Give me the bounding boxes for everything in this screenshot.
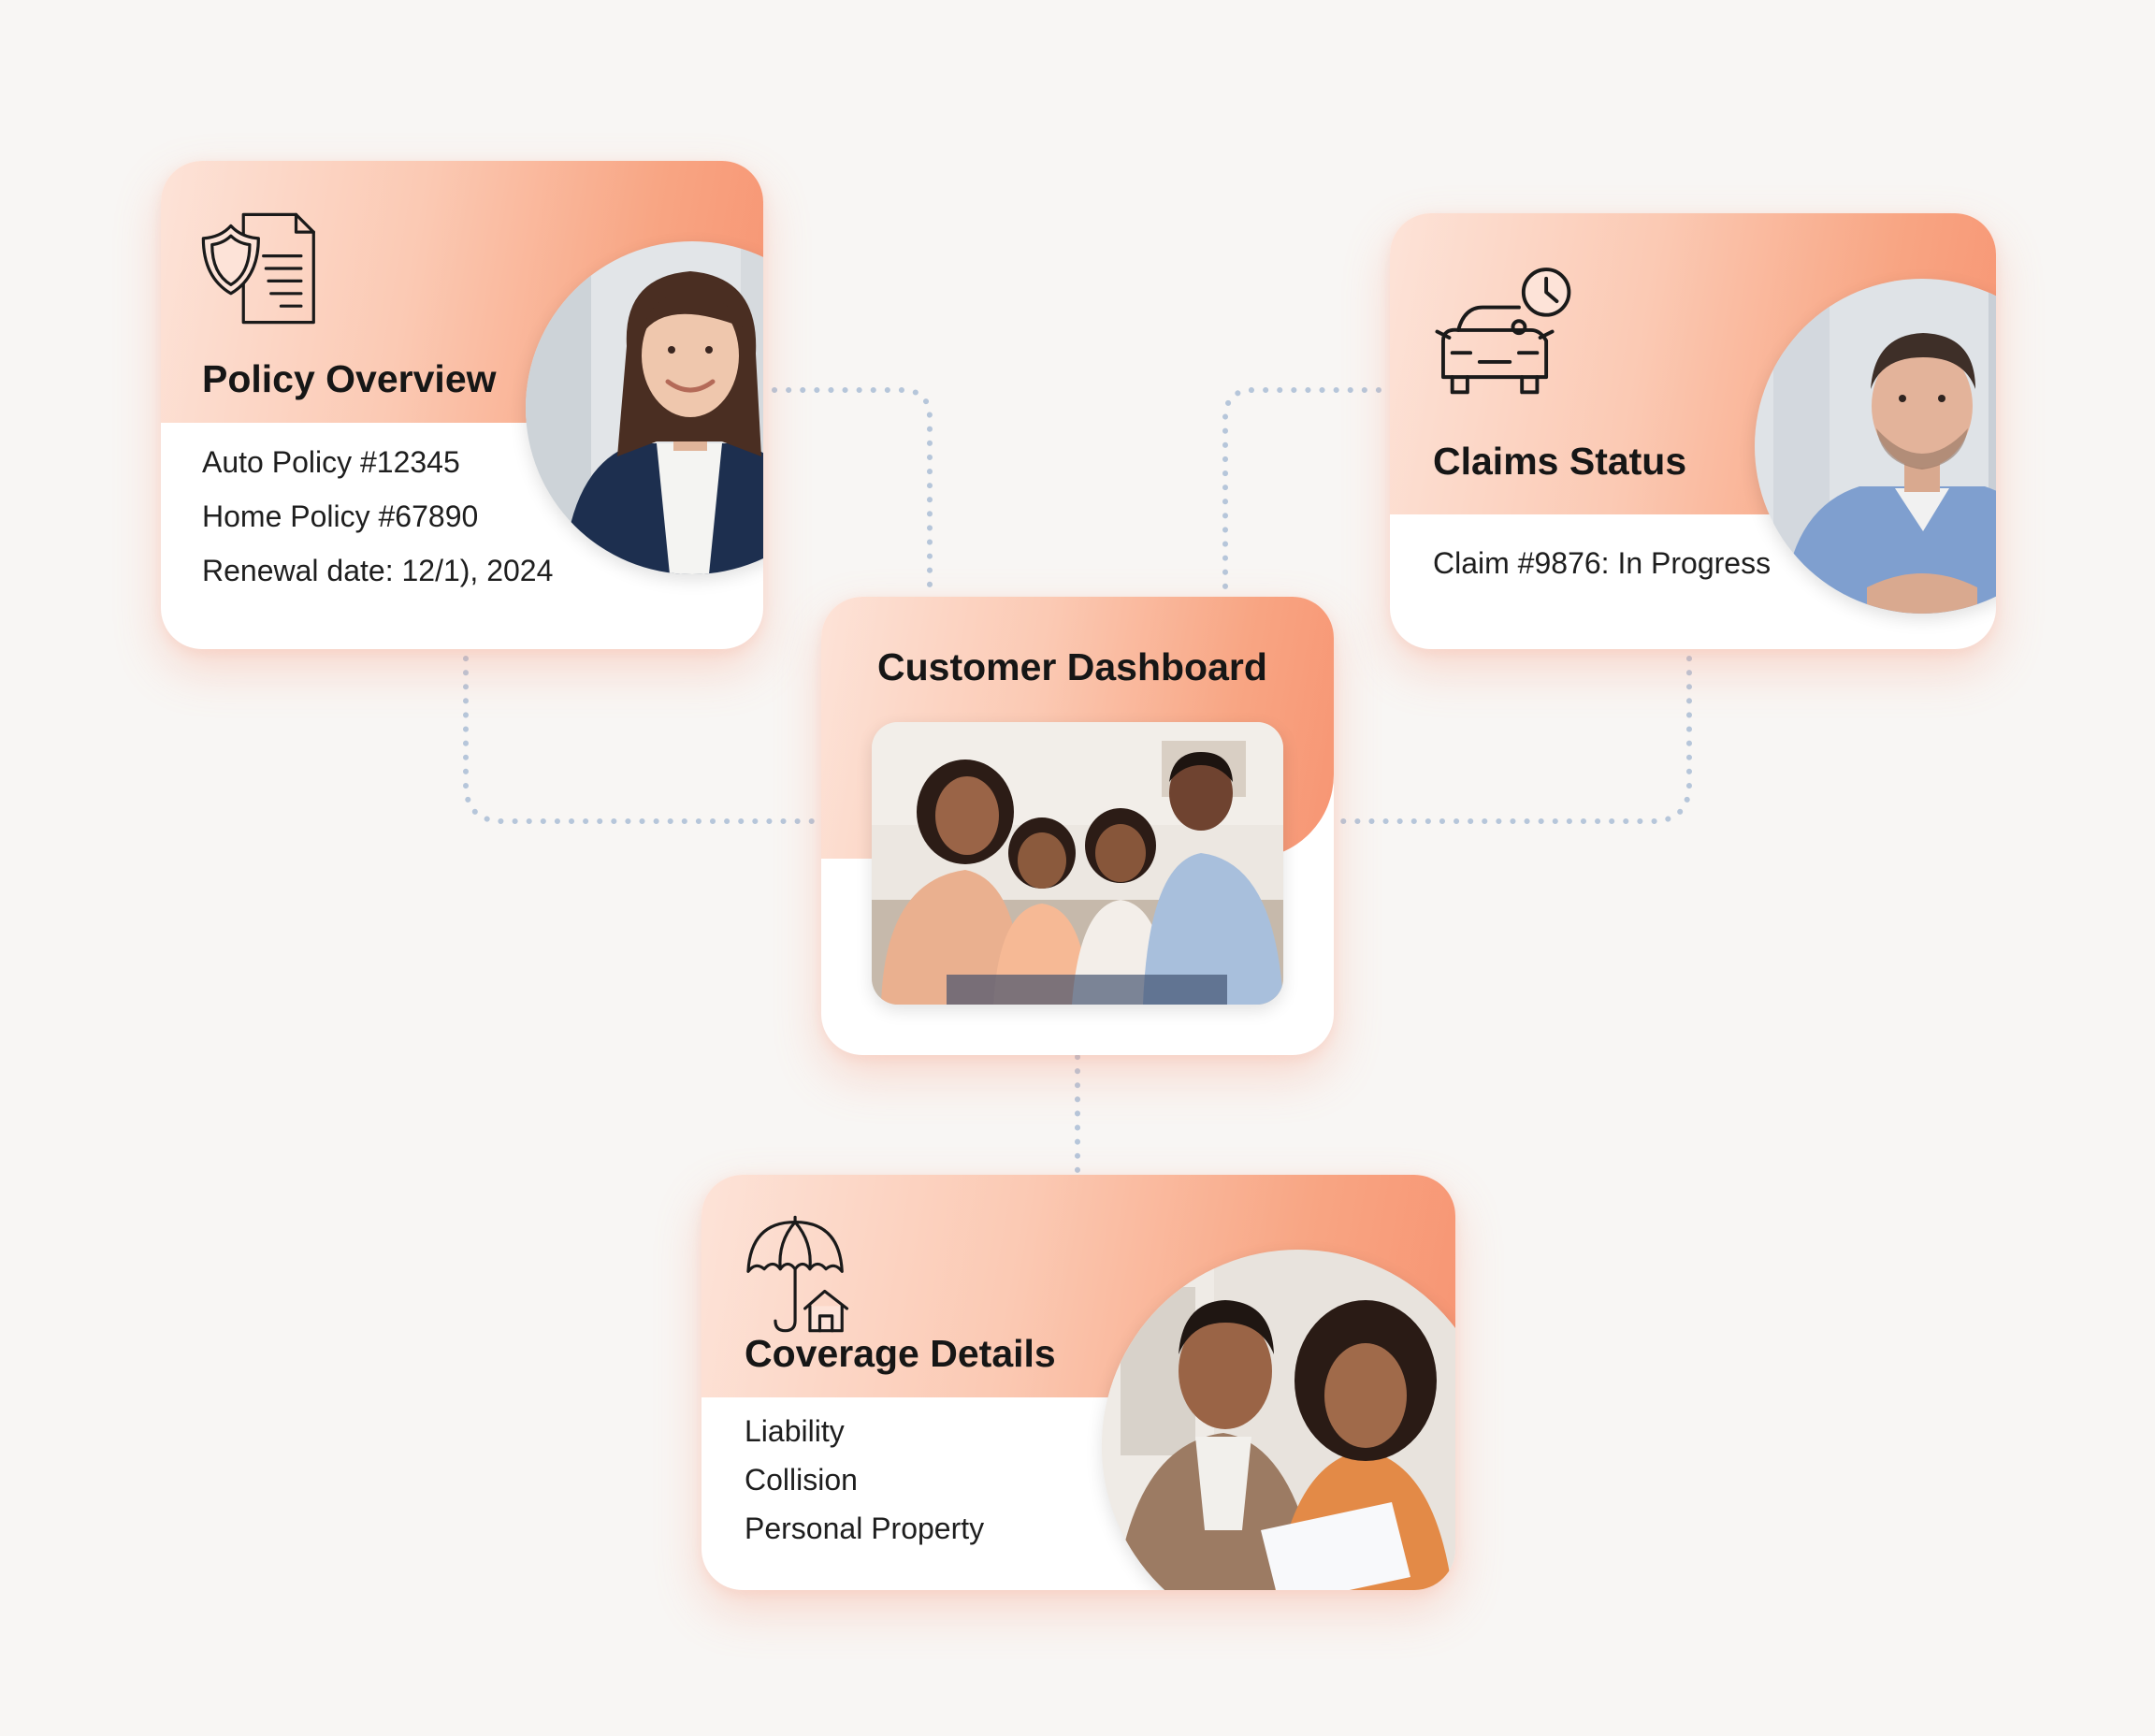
- policy-list: Auto Policy #12345 Home Policy #67890 Re…: [202, 445, 553, 608]
- coverage-details-title: Coverage Details: [745, 1332, 1056, 1375]
- connector-claims-bottom: [1340, 656, 1692, 824]
- coverage-line-personal-property: Personal Property: [745, 1512, 985, 1545]
- customer-dashboard-title: Customer Dashboard: [877, 645, 1267, 688]
- policy-overview-title: Policy Overview: [202, 357, 497, 400]
- connector-policy-top: [772, 387, 933, 594]
- coverage-line-liability: Liability: [745, 1414, 845, 1448]
- coverage-list: Liability Collision Personal Property: [745, 1414, 984, 1560]
- policy-overview-card[interactable]: Policy Overview Auto Policy #12345 Home …: [161, 161, 763, 649]
- connector-policy-bottom: [463, 656, 815, 824]
- coverage-details-card[interactable]: Coverage Details Liability Collision Per…: [701, 1175, 1455, 1590]
- policy-line-home: Home Policy #67890: [202, 499, 479, 533]
- coverage-line-collision: Collision: [745, 1463, 858, 1497]
- claims-status-title: Claims Status: [1433, 440, 1687, 483]
- car-clock-icon: [1435, 268, 1571, 395]
- shield-document-icon: [201, 212, 315, 325]
- family-photo: [872, 722, 1283, 1005]
- policy-line-auto: Auto Policy #12345: [202, 445, 460, 479]
- claims-list: Claim #9876: In Progress: [1433, 546, 1771, 600]
- customer-dashboard-card[interactable]: Customer Dashboard: [821, 597, 1334, 1055]
- policy-line-renewal: Renewal date: 12/1), 2024: [202, 554, 554, 587]
- connector-claims-top: [1222, 387, 1381, 594]
- umbrella-house-icon: [746, 1215, 849, 1333]
- claims-status-card[interactable]: Claims Status Claim #9876: In Progress: [1390, 213, 1996, 649]
- claims-agent-photo: [1755, 279, 1996, 614]
- claims-line-claim: Claim #9876: In Progress: [1433, 546, 1772, 580]
